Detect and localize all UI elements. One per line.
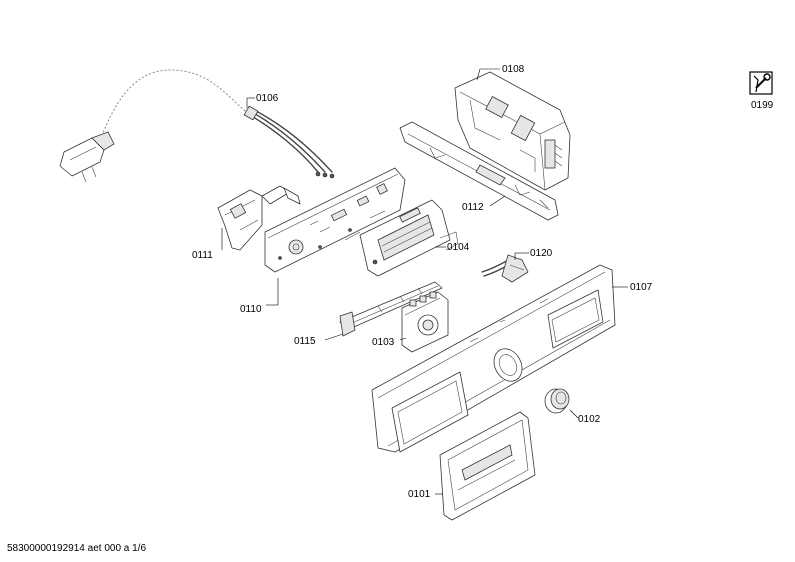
part-0103-selector-module [401, 291, 449, 353]
label-0101: 0101 [408, 489, 431, 500]
label-0103: 0103 [372, 337, 395, 348]
label-0110: 0110 [240, 304, 262, 315]
part-0110-main-board [264, 167, 406, 273]
part-0102-knob [544, 388, 570, 414]
part-0101-drawer-front [439, 411, 536, 521]
part-0104-display-board [359, 199, 459, 277]
label-0102: 0102 [578, 414, 601, 425]
part-0111-holder-bracket [217, 185, 301, 251]
document-id: 58300000192914 aet 000 a 1/6 [7, 543, 147, 554]
label-0199: 0199 [751, 100, 774, 111]
label-0104: 0104 [447, 242, 470, 253]
part-0108-control-module [454, 71, 571, 191]
label-0115: 0115 [294, 336, 316, 347]
part-0106-power-cable [59, 69, 335, 183]
label-0107: 0107 [630, 282, 653, 293]
part-0120-cable-harness [481, 254, 529, 283]
part-0107-control-panel [371, 264, 616, 453]
part-0115-light-guide-rail [339, 281, 443, 337]
wrench-service-icon [749, 71, 773, 95]
label-0106: 0106 [256, 93, 279, 104]
label-0108: 0108 [502, 64, 525, 75]
part-0112-bracket-rail [399, 121, 559, 221]
label-0112: 0112 [462, 202, 484, 213]
label-0111: 0111 [192, 250, 213, 261]
label-0120: 0120 [530, 248, 553, 259]
